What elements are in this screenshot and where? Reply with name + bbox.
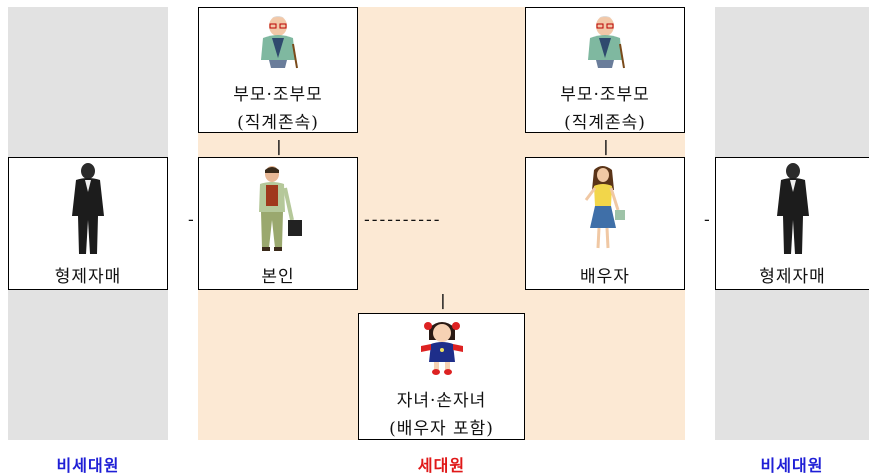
- self-box: 본인: [198, 157, 358, 290]
- sibling-label-left: 형제자매: [54, 267, 122, 287]
- connector-to-children: ㅣ: [435, 293, 451, 313]
- spouse-label: 배우자: [580, 267, 630, 287]
- parents-label-left-line2: (직계존속): [237, 113, 319, 133]
- caption-non-household-right: 비세대원: [760, 456, 824, 475]
- children-label-line2: (배우자 포함): [389, 419, 494, 439]
- parents-label-right-line2: (직계존속): [564, 113, 646, 133]
- connector-parents-spouse: ㅣ: [598, 139, 614, 159]
- sibling-label-right: 형제자매: [759, 267, 826, 287]
- girl-icon: [359, 318, 524, 376]
- children-label-line1: 자녀·손자녀: [396, 391, 487, 411]
- connector-parents-self: ㅣ: [271, 139, 287, 159]
- self-label: 본인: [261, 267, 295, 287]
- connector-sibling-self: -: [188, 210, 194, 230]
- woman-icon: [526, 164, 684, 252]
- parents-label-right-line1: 부모·조부모: [560, 85, 650, 105]
- spouse-box: 배우자: [525, 157, 685, 290]
- grandparent-icon: [526, 14, 684, 70]
- parents-label-left-line1: 부모·조부모: [233, 85, 323, 105]
- connector-self-spouse: ----------: [364, 210, 442, 230]
- children-box: 자녀·손자녀 (배우자 포함): [358, 313, 525, 440]
- connector-spouse-sibling: -: [704, 210, 710, 230]
- parents-box-left: 부모·조부모 (직계존속): [198, 7, 358, 133]
- sibling-box-left: 형제자매: [8, 157, 168, 290]
- sibling-box-right: 형제자매: [715, 157, 869, 290]
- man-in-suit-icon: [716, 162, 869, 256]
- caption-non-household-left: 비세대원: [56, 456, 120, 475]
- parents-box-right: 부모·조부모 (직계존속): [525, 7, 685, 133]
- man-with-bag-icon: [199, 164, 357, 252]
- grandparent-icon: [199, 14, 357, 70]
- caption-household: 세대원: [417, 456, 466, 475]
- man-in-suit-icon: [9, 162, 167, 256]
